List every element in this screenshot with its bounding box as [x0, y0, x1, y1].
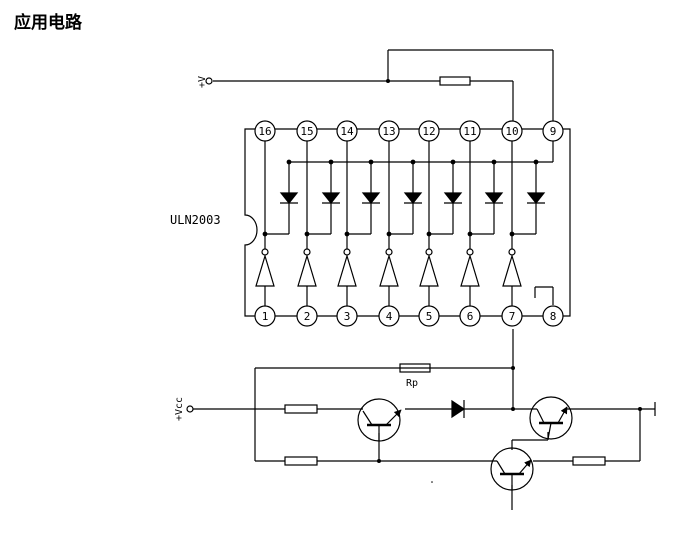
pin-label: 9: [550, 125, 557, 138]
pin-13: 13: [378, 120, 400, 142]
pin-11: 11: [459, 120, 481, 142]
pin-label: 13: [382, 125, 395, 138]
pin-label: 15: [300, 125, 313, 138]
pin-7: 7: [501, 305, 523, 327]
resistor-bottom-right: [572, 456, 606, 466]
channel-7: [502, 141, 546, 306]
pin-label: 12: [422, 125, 435, 138]
pin-label: 10: [505, 125, 518, 138]
pin-label: 4: [386, 310, 393, 323]
pin-6: 6: [459, 305, 481, 327]
series-diode: [451, 399, 466, 419]
pin-14: 14: [336, 120, 358, 142]
page-title: 应用电路: [14, 13, 82, 33]
pin-label: 5: [426, 310, 433, 323]
vcc-label: +Vcc: [174, 397, 185, 421]
channel-1: [255, 141, 299, 306]
pin-label: 1: [262, 310, 269, 323]
pin-12: 12: [418, 120, 440, 142]
resistor-input: [284, 404, 318, 414]
channel-5: [419, 141, 463, 306]
pin-9: 9: [542, 120, 564, 142]
chip-outline: [244, 128, 571, 317]
resistor-rp: [399, 363, 431, 373]
pin-label: 2: [304, 310, 311, 323]
vcc-terminal: [186, 405, 194, 413]
ground-symbol: [534, 286, 554, 305]
v-plus-label: +V: [197, 76, 208, 88]
pin-label: 11: [463, 125, 476, 138]
pin-4: 4: [378, 305, 400, 327]
pin-3: 3: [336, 305, 358, 327]
pin-5: 5: [418, 305, 440, 327]
channel-3: [337, 141, 381, 306]
channel-4: [379, 141, 423, 306]
channel-2: [297, 141, 341, 306]
resistor-top: [439, 76, 471, 86]
channel-6: [460, 141, 504, 306]
pin-10: 10: [501, 120, 523, 142]
transistor-3: [490, 447, 534, 491]
pin-2: 2: [296, 305, 318, 327]
resistor-bottom-left: [284, 456, 318, 466]
rp-label: Rp: [406, 378, 418, 389]
pin-1: 1: [254, 305, 276, 327]
pin-8: 8: [542, 305, 564, 327]
pin-16: 16: [254, 120, 276, 142]
pin-label: 14: [340, 125, 354, 138]
transistor-2: [529, 396, 573, 440]
pin-label: 7: [509, 310, 516, 323]
pin-label: 8: [550, 310, 557, 323]
pin-label: 3: [344, 310, 351, 323]
v-plus-terminal: [205, 77, 213, 85]
pin-15: 15: [296, 120, 318, 142]
pin-label: 16: [258, 125, 271, 138]
chip-label: ULN2003: [170, 213, 221, 227]
pin-label: 6: [467, 310, 474, 323]
transistor-1: [357, 398, 402, 442]
